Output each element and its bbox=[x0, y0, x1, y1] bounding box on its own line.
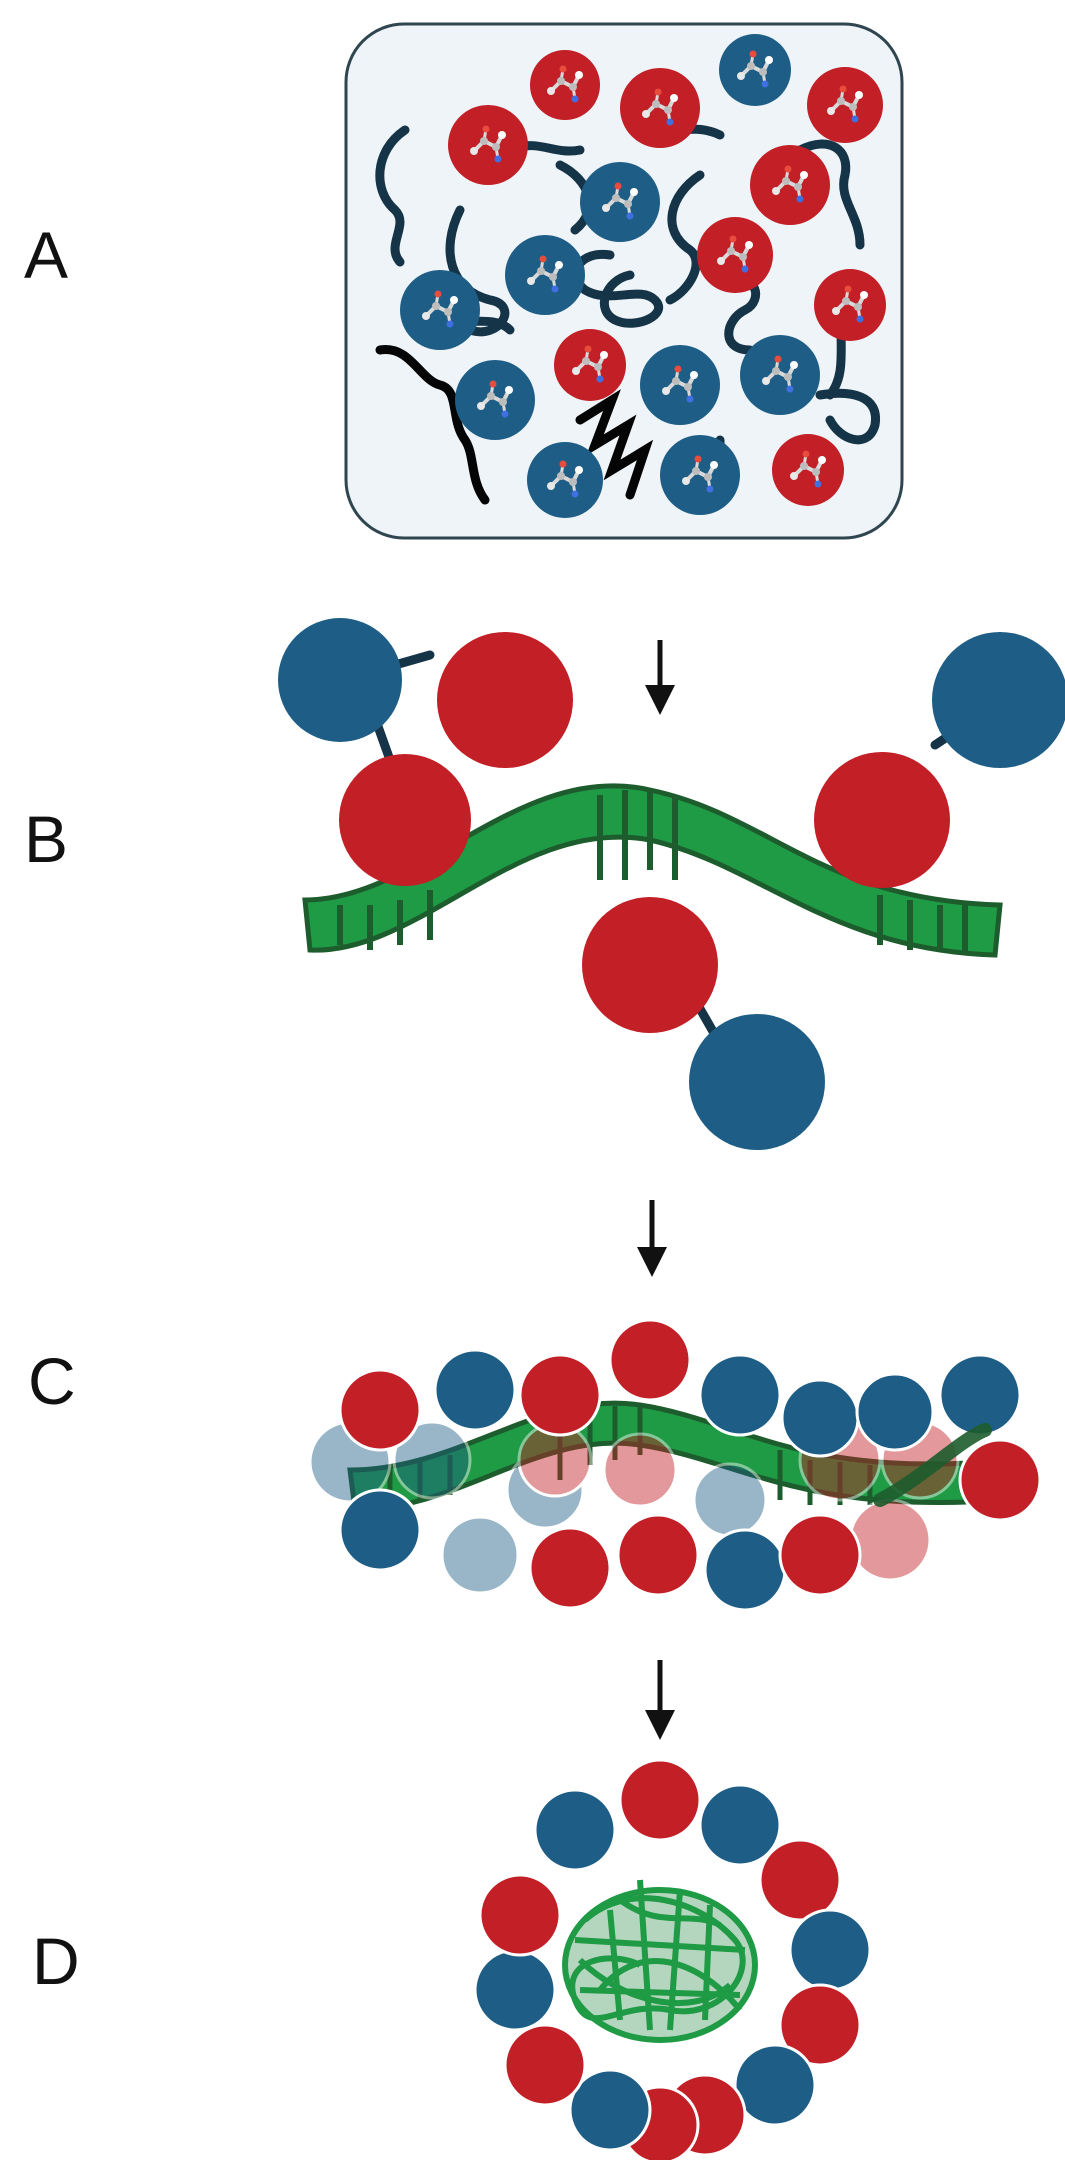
panel-a-mixture bbox=[344, 22, 904, 540]
compacted-core bbox=[562, 1879, 758, 2043]
panel-label-d: D bbox=[32, 1924, 80, 1998]
panel-d-nanoparticle bbox=[473, 1758, 872, 2160]
panel-label-b: B bbox=[24, 802, 69, 876]
panel-label-a: A bbox=[24, 218, 69, 292]
helix-b bbox=[302, 783, 1003, 958]
panel-b-binding bbox=[278, 618, 1065, 1150]
panel-c-coating bbox=[308, 1318, 1042, 1612]
panel-label-c: C bbox=[28, 1344, 76, 1418]
polymer-chains-dark bbox=[375, 345, 654, 505]
particles-a bbox=[400, 34, 886, 518]
